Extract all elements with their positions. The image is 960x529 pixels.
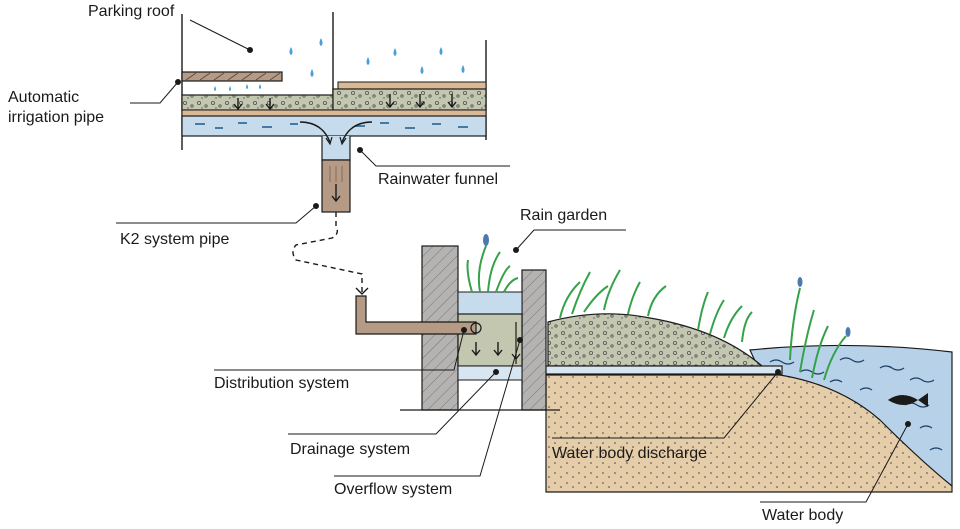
label-automatic-irrigation-pipe-line2: irrigation pipe	[8, 109, 105, 126]
label-k2-system-pipe: K2 system pipe	[120, 231, 230, 248]
leader-water-body	[760, 423, 909, 503]
label-parking-roof: Parking roof	[88, 3, 175, 20]
roof-water-channel	[181, 115, 487, 137]
roof-separator	[181, 109, 487, 117]
leader-dots	[175, 47, 911, 427]
leader-lines	[116, 19, 909, 503]
label-rain-garden: Rain garden	[520, 207, 608, 224]
roof-top-strip	[337, 81, 487, 90]
leader-distribution-system	[214, 329, 465, 371]
leader-rain-garden	[515, 229, 626, 251]
leader-overflow-system	[334, 339, 521, 477]
label-water-body-discharge: Water body discharge	[552, 445, 708, 462]
label-automatic-irrigation-pipe: Automatic irrigation pipe	[8, 88, 104, 128]
label-distribution-system: Distribution system	[214, 375, 350, 392]
plants	[466, 245, 847, 381]
plant-buds	[483, 234, 851, 337]
distribution-pipe	[355, 295, 477, 335]
label-overflow-system: Overflow system	[334, 481, 453, 498]
label-rainwater-funnel: Rainwater funnel	[378, 171, 499, 188]
roof-gravel-right	[332, 88, 487, 111]
leader-parking-roof	[189, 19, 251, 51]
label-automatic-irrigation-pipe-line1: Automatic	[8, 89, 80, 106]
leader-water-body-discharge	[552, 371, 779, 439]
k2-dashed-path	[292, 212, 363, 292]
fish-icon	[888, 393, 928, 407]
gravel-mound	[547, 313, 764, 367]
tank-right-wall	[521, 269, 547, 411]
leader-k2-system-pipe	[116, 205, 317, 224]
roof-gravel-left	[181, 94, 334, 111]
rain-drops	[214, 38, 465, 91]
soil-ground	[545, 374, 953, 493]
leader-rainwater-funnel	[359, 149, 510, 167]
irrigation-pipe-bar	[181, 71, 283, 82]
label-drainage-system: Drainage system	[290, 441, 411, 458]
label-water-body: Water body	[762, 507, 844, 524]
parking-roof-structure	[181, 12, 487, 213]
tank-base	[457, 365, 523, 381]
tank-surface-water	[457, 291, 523, 315]
leader-irrigation-pipe	[130, 81, 179, 104]
leader-drainage-system	[288, 371, 497, 435]
